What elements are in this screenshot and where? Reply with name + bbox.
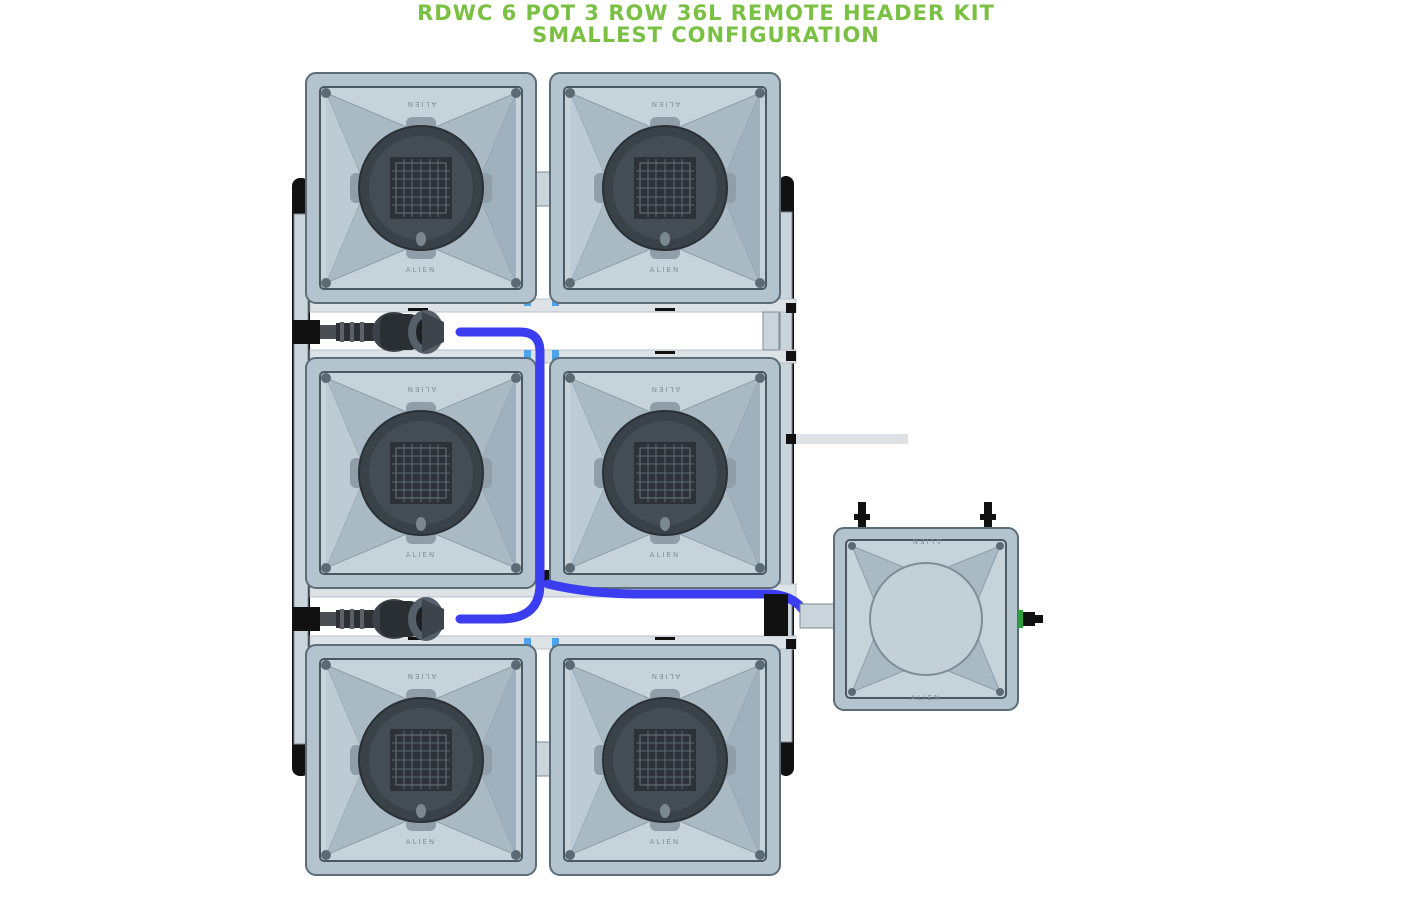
pipe-clip [655, 637, 675, 640]
pipe-clip [786, 434, 796, 444]
blue-connector [552, 638, 559, 648]
pipe-clip [786, 351, 796, 361]
reservoir-inlet-pipe [799, 603, 835, 629]
pipe-clip [786, 639, 796, 649]
pump-icon [292, 597, 444, 641]
pot-brand-label: ALIEN [406, 838, 436, 846]
pipe-clip [408, 308, 428, 311]
pot-brand-label: ALIEN [650, 838, 680, 846]
pot-brand-label: ALIEN [406, 100, 436, 108]
blue-connector [552, 350, 559, 360]
title-block: RDWC 6 POT 3 ROW 36L REMOTE HEADER KIT S… [0, 2, 1412, 46]
pot-brand-label: ALIEN [406, 266, 436, 274]
reservoir-brand-label: ALIEN [911, 537, 941, 545]
reservoir-brand-label: ALIEN [911, 694, 941, 702]
pot-brand-label: ALIEN [406, 551, 436, 559]
pot-brand-label: ALIEN [650, 385, 680, 393]
pump-hose-lower [455, 579, 545, 624]
pipe-clip [655, 308, 675, 311]
right-return-pipe [779, 211, 793, 743]
pot-brand-label: ALIEN [650, 672, 680, 680]
blue-connector [524, 350, 531, 360]
valve-icon [1018, 610, 1043, 628]
pot-brand-label: ALIEN [650, 100, 680, 108]
pot-brand-label: ALIEN [406, 385, 436, 393]
remote-branch-pipe [794, 434, 908, 444]
pump-icon [292, 310, 444, 354]
feed-riser [762, 311, 780, 351]
blue-connector [524, 638, 531, 648]
reservoir-icon [833, 502, 1019, 711]
pump-hose-upper [455, 327, 545, 589]
title-line-2: SMALLEST CONFIGURATION [532, 23, 880, 47]
pot-brand-label: ALIEN [650, 266, 680, 274]
title-line-1: RDWC 6 POT 3 ROW 36L REMOTE HEADER KIT [417, 1, 995, 25]
pot-brand-label: ALIEN [406, 672, 436, 680]
pipe-clip [655, 351, 675, 354]
pipe-clip [786, 303, 796, 313]
reservoir-inlet-fitting [764, 594, 788, 636]
pot-brand-label: ALIEN [650, 551, 680, 559]
